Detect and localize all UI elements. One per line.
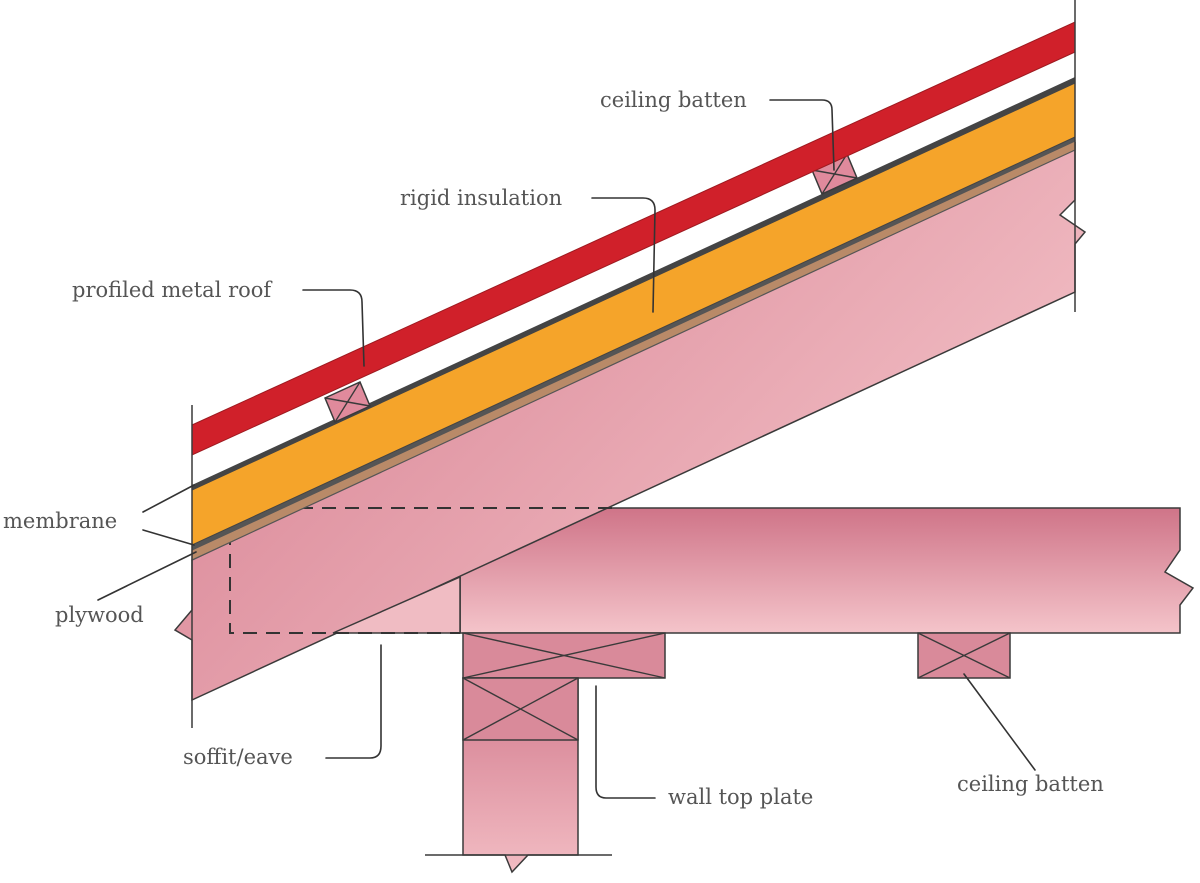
- label-membrane: membrane: [3, 509, 118, 533]
- label-ceiling-batten-bottom: ceiling batten: [957, 772, 1104, 796]
- label-plywood: plywood: [55, 603, 144, 627]
- leader-ceiling-batten-bottom: [963, 673, 1036, 771]
- hidden-joist-outline: [229, 507, 620, 634]
- leader-membrane-lower: [142, 529, 195, 546]
- label-ceiling-batten-top: ceiling batten: [600, 88, 747, 112]
- label-soffit-eave: soffit/eave: [183, 745, 293, 769]
- leader-ceiling-batten-top: [769, 99, 835, 171]
- leader-soffit-eave: [325, 644, 382, 759]
- membrane-upper: [192, 77, 1075, 490]
- leader-lines: [97, 99, 1036, 799]
- wall-stud: [425, 677, 612, 874]
- leader-profiled-metal-roof: [302, 289, 365, 367]
- break-lines: [191, 0, 1076, 728]
- roof-batten-left: [324, 380, 371, 424]
- leader-rigid-insulation: [591, 197, 656, 313]
- label-profiled-metal-roof: profiled metal roof: [72, 278, 272, 302]
- ceiling-batten-block: [917, 632, 1011, 679]
- membrane-lower: [192, 137, 1075, 550]
- label-rigid-insulation: rigid insulation: [400, 186, 563, 210]
- soffit-eave-block: [332, 575, 461, 634]
- leader-plywood: [97, 551, 197, 601]
- wall-top-plate: [462, 632, 666, 679]
- leader-membrane-upper: [142, 484, 195, 513]
- label-wall-top-plate: wall top plate: [668, 785, 814, 809]
- ceiling-joist: [459, 507, 1195, 634]
- leader-wall-top-plate: [595, 685, 656, 799]
